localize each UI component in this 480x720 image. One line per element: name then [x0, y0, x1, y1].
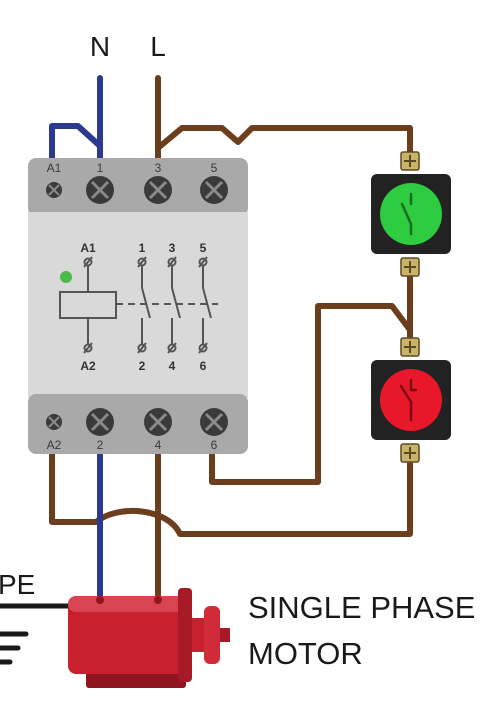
single-phase-motor: [68, 588, 230, 688]
status-led-green: [60, 271, 72, 283]
motor-caption-line2: MOTOR: [248, 636, 363, 671]
terminal-label-4-bottom: 4: [155, 438, 162, 452]
blue-wires: [49, 75, 103, 601]
coil-label-a1: A1: [80, 241, 96, 255]
main-contact-1-2: [137, 256, 151, 354]
screw-1-top[interactable]: [86, 176, 114, 204]
start-button-cap[interactable]: [380, 183, 442, 245]
line-label: L: [150, 31, 166, 62]
contactor-top-block: [28, 158, 248, 216]
terminal-label-a2-bottom: A2: [47, 438, 62, 452]
contact-label-4: 4: [169, 359, 176, 373]
motor-wire-entry-n: [96, 596, 104, 604]
hold-contact-wire-top: [209, 303, 413, 485]
motor-body-shade: [68, 596, 184, 612]
stop-button[interactable]: [371, 337, 451, 463]
screw-a1-top[interactable]: [46, 182, 62, 198]
screw-4-bottom[interactable]: [144, 408, 172, 436]
main-contact-3-4: [167, 256, 181, 354]
normally-closed-pushbutton-icon: [399, 378, 418, 422]
top-screws: [46, 176, 228, 204]
contact-label-1: 1: [139, 241, 146, 255]
neutral-label: N: [90, 31, 110, 62]
contact-label-3: 3: [169, 241, 176, 255]
terminal-label-2-bottom: 2: [97, 438, 104, 452]
contact-label-6: 6: [200, 359, 207, 373]
main-contact-5-6: [198, 256, 212, 354]
contact-label-5: 5: [200, 241, 207, 255]
motor-end-cap: [178, 588, 192, 682]
coil-label-a2: A2: [80, 359, 96, 373]
motor-caption-line1: SINGLE PHASE: [248, 590, 476, 625]
terminal-label-5-top: 5: [211, 161, 218, 175]
terminal-label-3-top: 3: [155, 161, 162, 175]
terminal-label-a1-top: A1: [47, 161, 62, 175]
motor-pulley: [204, 606, 220, 664]
normally-open-pushbutton-icon: [400, 192, 413, 236]
terminal-label-1-top: 1: [97, 161, 104, 175]
screw-6-bottom[interactable]: [200, 408, 228, 436]
contact-label-2: 2: [139, 359, 146, 373]
motor-shaft-collar: [192, 618, 204, 652]
stop-return-wire: [49, 437, 413, 537]
screw-a2-bottom[interactable]: [46, 414, 62, 430]
bottom-screws: [46, 408, 228, 436]
screw-2-bottom[interactable]: [86, 408, 114, 436]
coil-terminal-bottom-symbol: [83, 343, 93, 353]
terminal-label-6-bottom: 6: [211, 438, 218, 452]
screw-5-top[interactable]: [200, 176, 228, 204]
start-button[interactable]: [371, 151, 451, 277]
motor-shaft: [220, 628, 230, 642]
brown-wires: [49, 75, 413, 601]
screw-3-top[interactable]: [144, 176, 172, 204]
motor-body: [68, 596, 184, 674]
earth-label: PE: [0, 569, 35, 600]
contactor: A1 1 3 5 A1 A2: [28, 158, 248, 454]
motor-wire-entry-l: [154, 596, 162, 604]
coil-terminal-top-symbol: [83, 257, 93, 267]
neutral-coil-jumper: [49, 123, 103, 173]
contactor-bottom-block: [28, 394, 248, 454]
line-to-start-wire: [155, 125, 413, 163]
contactor-schematic: A1 A2 1 3 5 2 4 6: [59, 241, 218, 373]
contactor-body: [28, 212, 248, 398]
